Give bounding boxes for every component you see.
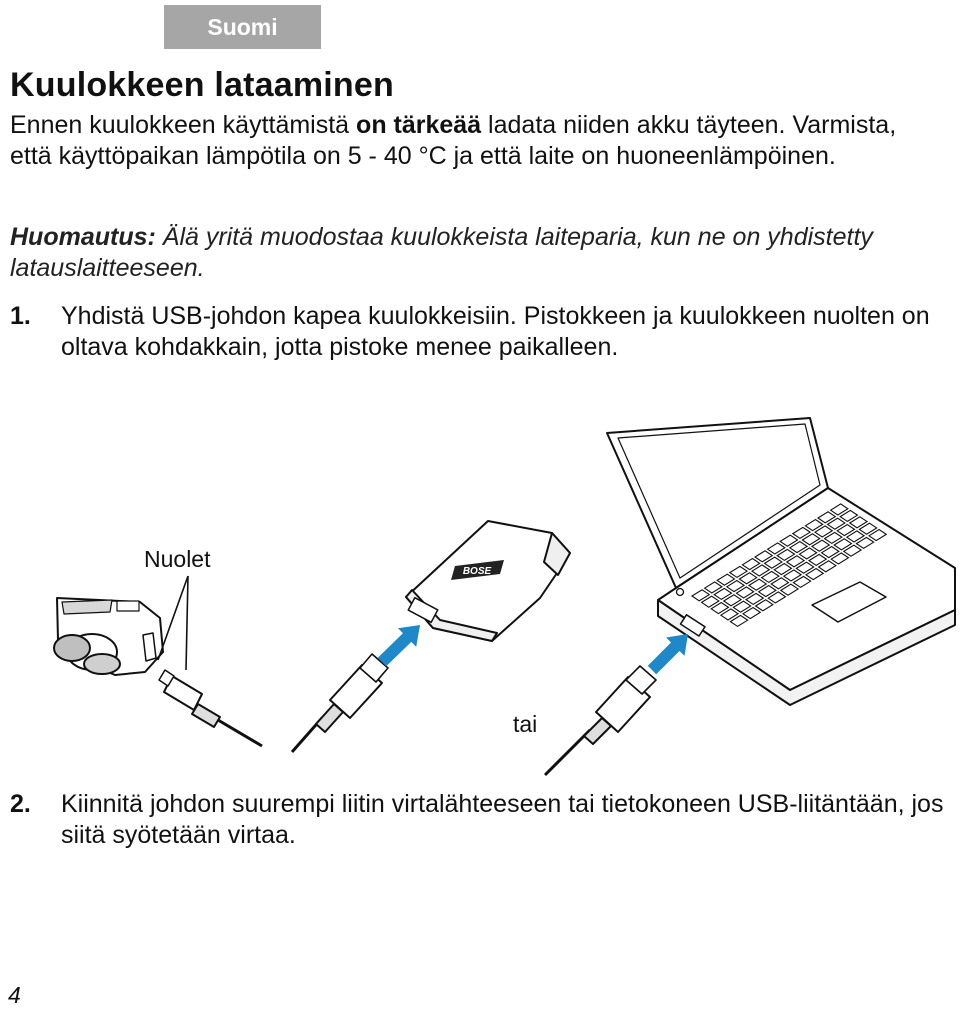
charger-brand-text: BOSE bbox=[463, 566, 492, 577]
step-1: 1. Yhdistä USB-johdon kapea kuulokkeisii… bbox=[10, 301, 950, 401]
note-label: Huomautus: bbox=[10, 223, 156, 251]
wall-charger-illustration bbox=[405, 520, 571, 642]
keyboard-key bbox=[738, 572, 758, 585]
keyboard-key bbox=[813, 525, 834, 538]
keyboard-key bbox=[750, 564, 771, 577]
intro-text-end: ladata niiden akku täyteen. Varmista, et… bbox=[10, 111, 897, 170]
usb-cable-headset bbox=[158, 669, 263, 748]
keyboard-key bbox=[767, 591, 787, 604]
keyboard-key bbox=[858, 522, 878, 535]
keyboard-key bbox=[741, 606, 762, 620]
keyboard-key bbox=[791, 526, 812, 540]
keyboard-key bbox=[744, 592, 765, 606]
keyboard-key bbox=[719, 608, 740, 621]
keyboard-key bbox=[770, 577, 790, 590]
keyboard-key bbox=[776, 548, 796, 562]
keyboard-key bbox=[747, 578, 768, 591]
keyboard-key bbox=[725, 579, 746, 593]
keyboard-key bbox=[779, 583, 800, 596]
note-text: Älä yritä muodostaa kuulokkeista laitepa… bbox=[10, 223, 873, 282]
keyboard-key bbox=[804, 518, 824, 532]
arrows-label: Nuolet bbox=[144, 546, 211, 572]
keyboard-key bbox=[842, 544, 863, 557]
arrow-to-laptop bbox=[647, 634, 688, 675]
page-number: 4 bbox=[8, 982, 21, 1008]
keyboard-key bbox=[795, 561, 815, 574]
keyboard-key bbox=[867, 528, 888, 542]
keyboard-key bbox=[710, 601, 730, 615]
intro-emphasis: on tärkeää bbox=[356, 111, 482, 139]
keyboard-key bbox=[845, 530, 866, 543]
keyboard-key bbox=[754, 599, 774, 612]
keyboard-key bbox=[820, 545, 840, 559]
keyboard-key bbox=[817, 560, 837, 573]
keyboard-key bbox=[826, 517, 846, 530]
laptop-keyboard bbox=[690, 503, 888, 628]
keyboard-key bbox=[732, 600, 752, 613]
keyboard-key bbox=[848, 516, 869, 529]
language-tab: Suomi bbox=[164, 5, 321, 49]
laptop-illustration bbox=[606, 417, 956, 706]
keyboard-key bbox=[700, 595, 720, 608]
step-2-text: Kiinnitä johdon suurempi liitin virtaläh… bbox=[61, 790, 944, 849]
intro-text-start: Ennen kuulokkeen käyttämistä bbox=[10, 111, 357, 139]
keyboard-key bbox=[760, 570, 780, 584]
keyboard-key bbox=[703, 581, 723, 594]
step-2-number: 2. bbox=[10, 790, 31, 818]
charging-illustration: BOSE Nuolet tai bbox=[53, 417, 956, 777]
keyboard-key bbox=[823, 531, 843, 545]
intro-paragraph: Ennen kuulokkeen käyttämistä on tärkeää … bbox=[10, 110, 940, 172]
or-label: tai bbox=[513, 711, 537, 737]
keyboard-key bbox=[779, 534, 799, 547]
keyboard-key bbox=[741, 557, 761, 571]
keyboard-key bbox=[713, 587, 733, 601]
keyboard-key bbox=[810, 539, 831, 552]
keyboard-key bbox=[839, 509, 859, 523]
keyboard-key bbox=[716, 573, 736, 586]
note-paragraph: Huomautus: Älä yritä muodostaa kuulokkei… bbox=[10, 222, 950, 284]
keyboard-key bbox=[804, 567, 825, 581]
keyboard-key bbox=[753, 550, 774, 563]
step-1-number: 1. bbox=[10, 302, 31, 330]
keyboard-key bbox=[773, 562, 793, 576]
keyboard-key bbox=[722, 594, 743, 607]
keyboard-key bbox=[801, 533, 821, 546]
keyboard-key bbox=[785, 555, 806, 568]
keyboard-key bbox=[728, 565, 749, 579]
keyboard-key bbox=[829, 503, 849, 516]
keyboard-key bbox=[763, 556, 783, 569]
keyboard-key bbox=[816, 511, 837, 524]
arrows-leader-lines bbox=[157, 575, 189, 671]
bose-logo: BOSE bbox=[451, 560, 504, 580]
keyboard-key bbox=[855, 536, 875, 550]
step-1-text: Yhdistä USB-johdon kapea kuulokkeisiin. … bbox=[61, 302, 930, 361]
keyboard-key bbox=[735, 586, 755, 599]
keyboard-key bbox=[782, 569, 803, 582]
insertion-arrows bbox=[377, 625, 688, 675]
keyboard-key bbox=[807, 553, 828, 567]
usb-cable-charger bbox=[290, 653, 389, 753]
page-title: Kuulokkeen lataaminen bbox=[10, 66, 394, 104]
arrow-to-charger bbox=[377, 625, 420, 667]
keyboard-key bbox=[798, 547, 818, 560]
keyboard-key bbox=[788, 540, 809, 554]
keyboard-key bbox=[766, 542, 786, 555]
keyboard-key bbox=[729, 614, 749, 628]
keyboard-key bbox=[833, 538, 853, 551]
keyboard-key bbox=[830, 552, 850, 565]
keyboard-key bbox=[836, 523, 856, 537]
step-2: 2. Kiinnitä johdon suurempi liitin virta… bbox=[10, 789, 950, 859]
keyboard-key bbox=[690, 589, 711, 602]
headset-illustration bbox=[53, 597, 164, 676]
keyboard-key bbox=[757, 584, 777, 598]
keyboard-key bbox=[792, 575, 812, 589]
usb-cable-laptop bbox=[543, 665, 657, 777]
